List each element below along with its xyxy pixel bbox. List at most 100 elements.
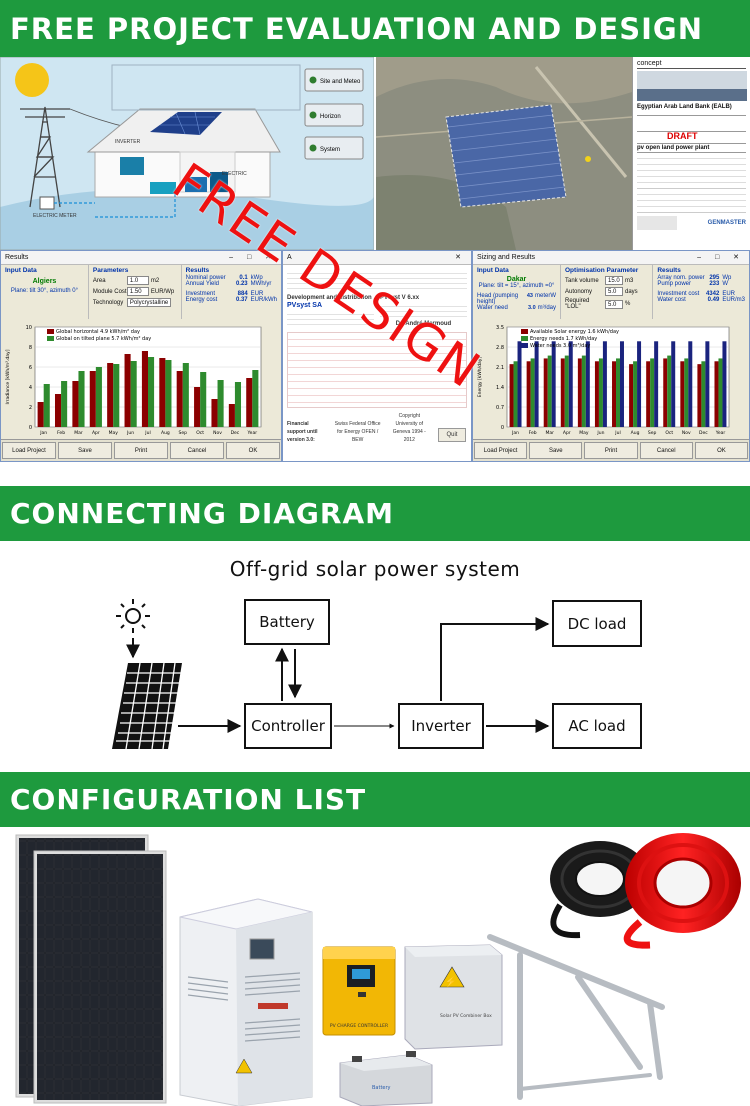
diagram-connectors bbox=[112, 599, 550, 750]
svg-text:INVERTER: INVERTER bbox=[115, 139, 141, 145]
bar bbox=[37, 402, 44, 427]
x-tick-label: Mar bbox=[74, 430, 83, 436]
x-tick-label: Jan bbox=[39, 430, 47, 436]
x-tick-label: Jan bbox=[511, 430, 519, 436]
bar bbox=[530, 358, 535, 427]
bar bbox=[182, 363, 189, 427]
bar bbox=[78, 371, 85, 427]
ofen-label: Swiss Federal Office for Energy OFEN / B… bbox=[334, 421, 381, 443]
quit-button[interactable]: Quit bbox=[437, 428, 466, 442]
ok-button[interactable]: OK bbox=[226, 442, 280, 459]
bar bbox=[176, 371, 183, 427]
bar bbox=[667, 355, 672, 427]
bar bbox=[113, 364, 120, 427]
svg-text:Solar PV Combiner Box: Solar PV Combiner Box bbox=[440, 1013, 492, 1019]
bar bbox=[585, 341, 590, 427]
x-tick-label: Oct bbox=[665, 430, 673, 436]
x-tick-label: Feb bbox=[57, 430, 65, 436]
menu-button-horizon[interactable]: Horizon bbox=[304, 103, 364, 127]
x-tick-label: Mar bbox=[545, 430, 554, 436]
menu-button-site[interactable]: Site and Meteo bbox=[304, 68, 364, 92]
mounting-rack-icon bbox=[487, 934, 665, 1100]
bar bbox=[680, 361, 685, 427]
y-tick-label: 6 bbox=[29, 365, 32, 371]
bar bbox=[568, 341, 573, 427]
bar bbox=[547, 355, 552, 427]
cancel-button[interactable]: Cancel bbox=[639, 442, 693, 459]
bar bbox=[684, 358, 689, 427]
banner-connecting: CONNECTING DIAGRAM bbox=[0, 486, 750, 541]
satellite-image bbox=[376, 57, 632, 250]
doc-title: concept bbox=[637, 60, 746, 69]
evaluation-collage: INVERTER ELECTRIC ELECTRIC METER Site an… bbox=[0, 57, 750, 462]
house-icon bbox=[39, 108, 281, 218]
bar bbox=[602, 341, 607, 427]
bar bbox=[234, 382, 242, 427]
bar bbox=[217, 380, 224, 427]
print-button[interactable]: Print bbox=[584, 442, 638, 459]
lol-input[interactable]: 5.0 bbox=[605, 299, 623, 309]
technology-select[interactable]: Polycrystalline bbox=[126, 298, 171, 307]
bar bbox=[543, 358, 548, 427]
results-window: Results – □ ✕ Input Data Algiers Plane: … bbox=[0, 250, 282, 462]
bar bbox=[200, 372, 207, 427]
print-button[interactable]: Print bbox=[114, 442, 168, 459]
bar bbox=[594, 361, 599, 427]
y-axis-label: Irradiance [kWh/m².day] bbox=[5, 349, 11, 404]
bar bbox=[701, 361, 706, 427]
bar bbox=[141, 351, 148, 427]
bar bbox=[697, 364, 702, 427]
bar bbox=[646, 361, 651, 427]
author-name: Dr. André Mermoud bbox=[395, 321, 452, 327]
window-controls-icon[interactable]: – □ ✕ bbox=[697, 254, 745, 261]
module-cost-input[interactable]: 1.50 bbox=[126, 287, 149, 296]
doc-plant: pv open land power plant bbox=[637, 143, 746, 153]
bar bbox=[650, 358, 655, 427]
bar bbox=[513, 361, 518, 427]
bar bbox=[43, 384, 50, 427]
x-tick-label: Oct bbox=[196, 430, 204, 436]
dc-load-box: DC load bbox=[552, 600, 642, 647]
bar bbox=[95, 367, 102, 427]
controller-label: Controller bbox=[251, 717, 325, 735]
ac-load-label: AC load bbox=[568, 717, 626, 735]
sun-icon bbox=[15, 63, 49, 97]
y-tick-label: 4 bbox=[29, 385, 32, 391]
bar bbox=[577, 358, 582, 427]
solar-panel-roof bbox=[150, 112, 222, 135]
window-close-icon[interactable]: ✕ bbox=[455, 254, 467, 261]
tank-volume-input[interactable]: 15.0 bbox=[605, 276, 623, 285]
solar-panel-icon bbox=[112, 662, 182, 750]
ok-button[interactable]: OK bbox=[694, 442, 749, 459]
bar bbox=[211, 399, 218, 427]
x-tick-label: Jun bbox=[596, 430, 604, 436]
svg-text:Site and Meteo: Site and Meteo bbox=[320, 79, 361, 85]
banner-connecting-text: CONNECTING DIAGRAM bbox=[10, 497, 394, 530]
about-titlebar: A ✕ bbox=[283, 251, 471, 265]
bar bbox=[517, 341, 522, 427]
save-button[interactable]: Save bbox=[529, 442, 583, 459]
svg-text:ELECTRIC: ELECTRIC bbox=[222, 171, 247, 177]
save-button[interactable]: Save bbox=[58, 442, 112, 459]
window-controls-icon[interactable]: – □ ✕ bbox=[229, 254, 277, 261]
bar bbox=[629, 364, 634, 427]
load-project-button[interactable]: Load Project bbox=[474, 442, 528, 459]
legend-entry: Global on tilted plane 5.7 kWh/m² day bbox=[56, 336, 151, 342]
x-tick-label: Year bbox=[247, 430, 258, 436]
bar bbox=[534, 341, 539, 427]
autonomy-input[interactable]: 5.0 bbox=[605, 287, 623, 296]
x-tick-label: Jun bbox=[126, 430, 134, 436]
menu-button-system[interactable]: System bbox=[304, 136, 364, 160]
results-button-bar: Load Project Save Print Cancel OK bbox=[1, 439, 281, 461]
bar bbox=[54, 394, 62, 427]
load-project-button[interactable]: Load Project bbox=[2, 442, 56, 459]
x-tick-label: Dec bbox=[231, 430, 240, 436]
area-input[interactable]: 1.0 bbox=[126, 276, 149, 285]
cancel-button[interactable]: Cancel bbox=[170, 442, 224, 459]
bar bbox=[705, 341, 710, 427]
bar bbox=[159, 358, 166, 427]
x-tick-label: May bbox=[579, 430, 589, 436]
bar bbox=[165, 360, 172, 427]
x-tick-label: Dec bbox=[699, 430, 708, 436]
